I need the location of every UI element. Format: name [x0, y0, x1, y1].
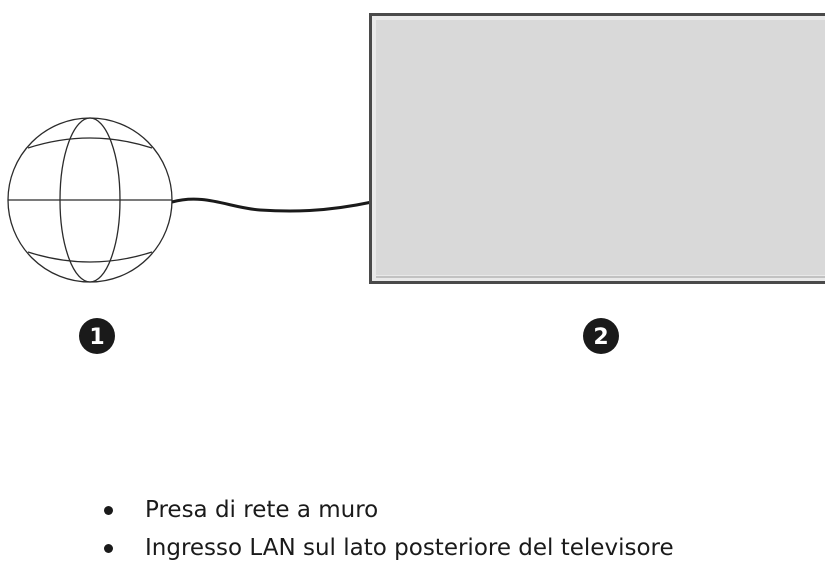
tv-icon	[369, 13, 825, 284]
lan-cable	[171, 197, 373, 213]
legend-item-text: Presa di rete a muro	[145, 497, 379, 523]
globe-icon	[7, 117, 173, 283]
bullet-icon	[104, 506, 113, 515]
connection-diagram: 1 2	[7, 13, 825, 354]
callout-1: 1	[79, 318, 115, 354]
bullet-icon	[104, 544, 113, 553]
legend-item-text: Ingresso LAN sul lato posteriore del tel…	[145, 535, 674, 561]
legend-item-lan-input: Ingresso LAN sul lato posteriore del tel…	[104, 529, 674, 567]
legend-list: Presa di rete a muro Ingresso LAN sul la…	[104, 491, 674, 567]
callout-2-label: 2	[593, 325, 608, 350]
callout-2: 2	[583, 318, 619, 354]
legend-item-wall-socket: Presa di rete a muro	[104, 491, 674, 529]
callout-1-label: 1	[89, 325, 104, 350]
